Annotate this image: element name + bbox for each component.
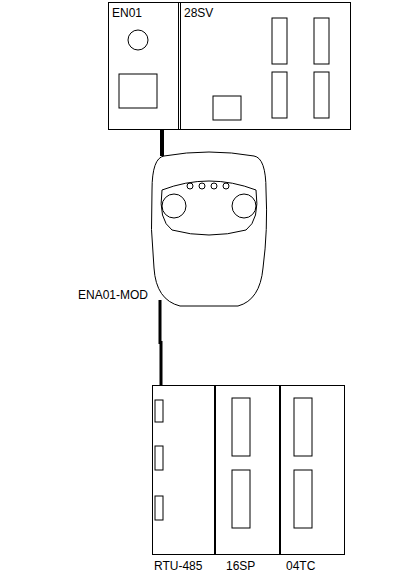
terminal-block: [232, 398, 250, 456]
port-slot: [155, 400, 163, 422]
terminal-block: [232, 470, 250, 528]
screw-knob: [232, 194, 256, 218]
port-square: [119, 74, 157, 108]
module-label: 04TC: [286, 559, 315, 573]
module-box: 04TC: [280, 385, 345, 555]
pin-hole: [187, 183, 193, 189]
pin-hole: [199, 183, 205, 189]
port-square: [213, 96, 241, 120]
pin-hole: [211, 183, 217, 189]
port-slot: [155, 496, 163, 520]
screw-knob: [162, 194, 186, 218]
status-led: [128, 30, 148, 50]
module-label: ENA01-MOD: [78, 288, 148, 302]
module-label: EN01: [109, 3, 180, 20]
terminal-block: [272, 72, 287, 118]
adapter-outline: [150, 150, 268, 310]
module-label: 28SV: [179, 3, 350, 20]
module-box: 16SP: [215, 385, 280, 555]
cable: [160, 300, 161, 385]
module-label: 16SP: [226, 559, 255, 573]
module-box: EN01: [108, 2, 181, 130]
adapter-device: ENA01-MOD: [150, 150, 268, 310]
terminal-block: [272, 18, 287, 64]
terminal-block: [314, 18, 329, 64]
terminal-block: [294, 470, 312, 528]
port-slot: [155, 446, 163, 470]
cable: [160, 130, 164, 156]
adapter-housing: [151, 152, 266, 306]
terminal-block: [294, 398, 312, 456]
module-box: 28SV: [178, 2, 351, 130]
module-label: RTU-485: [154, 559, 202, 573]
adapter-face: [161, 181, 257, 235]
pin-hole: [223, 183, 229, 189]
module-box: RTU-485: [152, 385, 215, 555]
terminal-block: [314, 72, 329, 118]
